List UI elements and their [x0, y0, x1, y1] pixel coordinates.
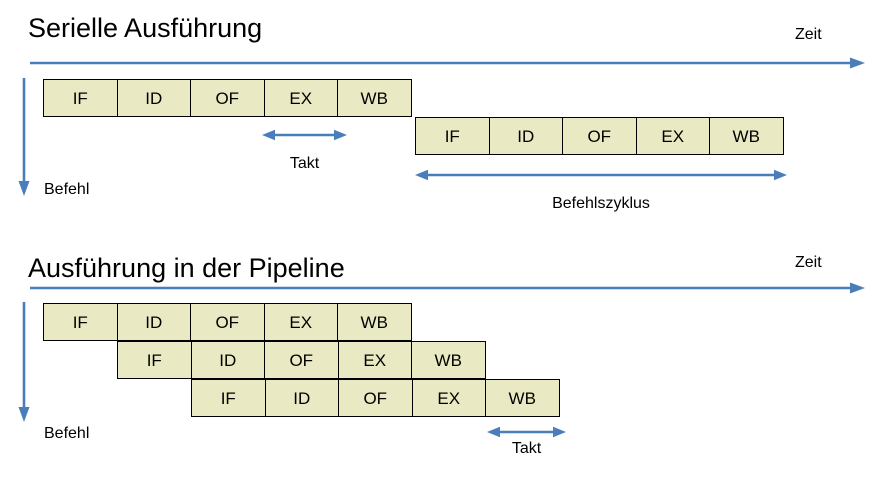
- stage-box: IF: [415, 117, 490, 155]
- stage-box: WB: [485, 379, 560, 417]
- stage-box: WB: [337, 79, 412, 117]
- stage-box: OF: [190, 303, 265, 341]
- stage-box: ID: [488, 117, 563, 155]
- stage-box: IF: [43, 303, 118, 341]
- instruction-axis-arrow-serial: [17, 78, 33, 196]
- stage-box: OF: [562, 117, 637, 155]
- takt-measure-label-serial: Takt: [289, 155, 320, 172]
- befehlszyklus-measure-arrow: [415, 168, 787, 182]
- instruction-axis-label-serial: Befehl: [44, 181, 90, 198]
- page-title-pipeline: Ausführung in der Pipeline: [28, 253, 345, 283]
- stage-box: WB: [709, 117, 784, 155]
- stage-row: IF ID OF EX WB: [43, 303, 412, 341]
- time-axis-arrow-pipeline: [30, 282, 865, 294]
- time-axis-arrow-serial: [30, 57, 865, 69]
- stage-row: IF ID OF EX WB: [43, 79, 412, 117]
- takt-measure-arrow-pipeline: [487, 425, 566, 439]
- takt-measure-arrow-serial: [262, 128, 347, 142]
- stage-box: EX: [635, 117, 710, 155]
- stage-box: IF: [43, 79, 118, 117]
- stage-box: IF: [191, 379, 266, 417]
- stage-box: ID: [264, 379, 339, 417]
- takt-measure-label-pipeline: Takt: [511, 440, 542, 457]
- stage-box: EX: [263, 79, 338, 117]
- stage-box: IF: [117, 341, 192, 379]
- stage-row: IF ID OF EX WB: [117, 341, 486, 379]
- time-axis-label-pipeline: Zeit: [795, 254, 822, 271]
- time-axis-label-serial: Zeit: [795, 26, 822, 43]
- stage-row: IF ID OF EX WB: [191, 379, 560, 417]
- instruction-axis-arrow-pipeline: [17, 302, 33, 422]
- stage-box: WB: [411, 341, 486, 379]
- stage-row: IF ID OF EX WB: [415, 117, 784, 155]
- stage-box: WB: [337, 303, 412, 341]
- befehlszyklus-measure-label: Befehlszyklus: [552, 195, 650, 212]
- stage-box: ID: [116, 303, 191, 341]
- stage-box: OF: [264, 341, 339, 379]
- stage-box: ID: [116, 79, 191, 117]
- section-pipeline-execution: Ausführung in der Pipeline Zeit Befehl I…: [0, 240, 887, 483]
- page-title-serial: Serielle Ausführung: [28, 13, 263, 43]
- stage-box: OF: [190, 79, 265, 117]
- stage-box: EX: [411, 379, 486, 417]
- instruction-axis-label-pipeline: Befehl: [44, 425, 90, 442]
- stage-box: EX: [263, 303, 338, 341]
- stage-box: EX: [337, 341, 412, 379]
- section-serial-execution: Serielle Ausführung Zeit Befehl IF ID OF…: [0, 0, 887, 240]
- stage-box: ID: [190, 341, 265, 379]
- stage-box: OF: [338, 379, 413, 417]
